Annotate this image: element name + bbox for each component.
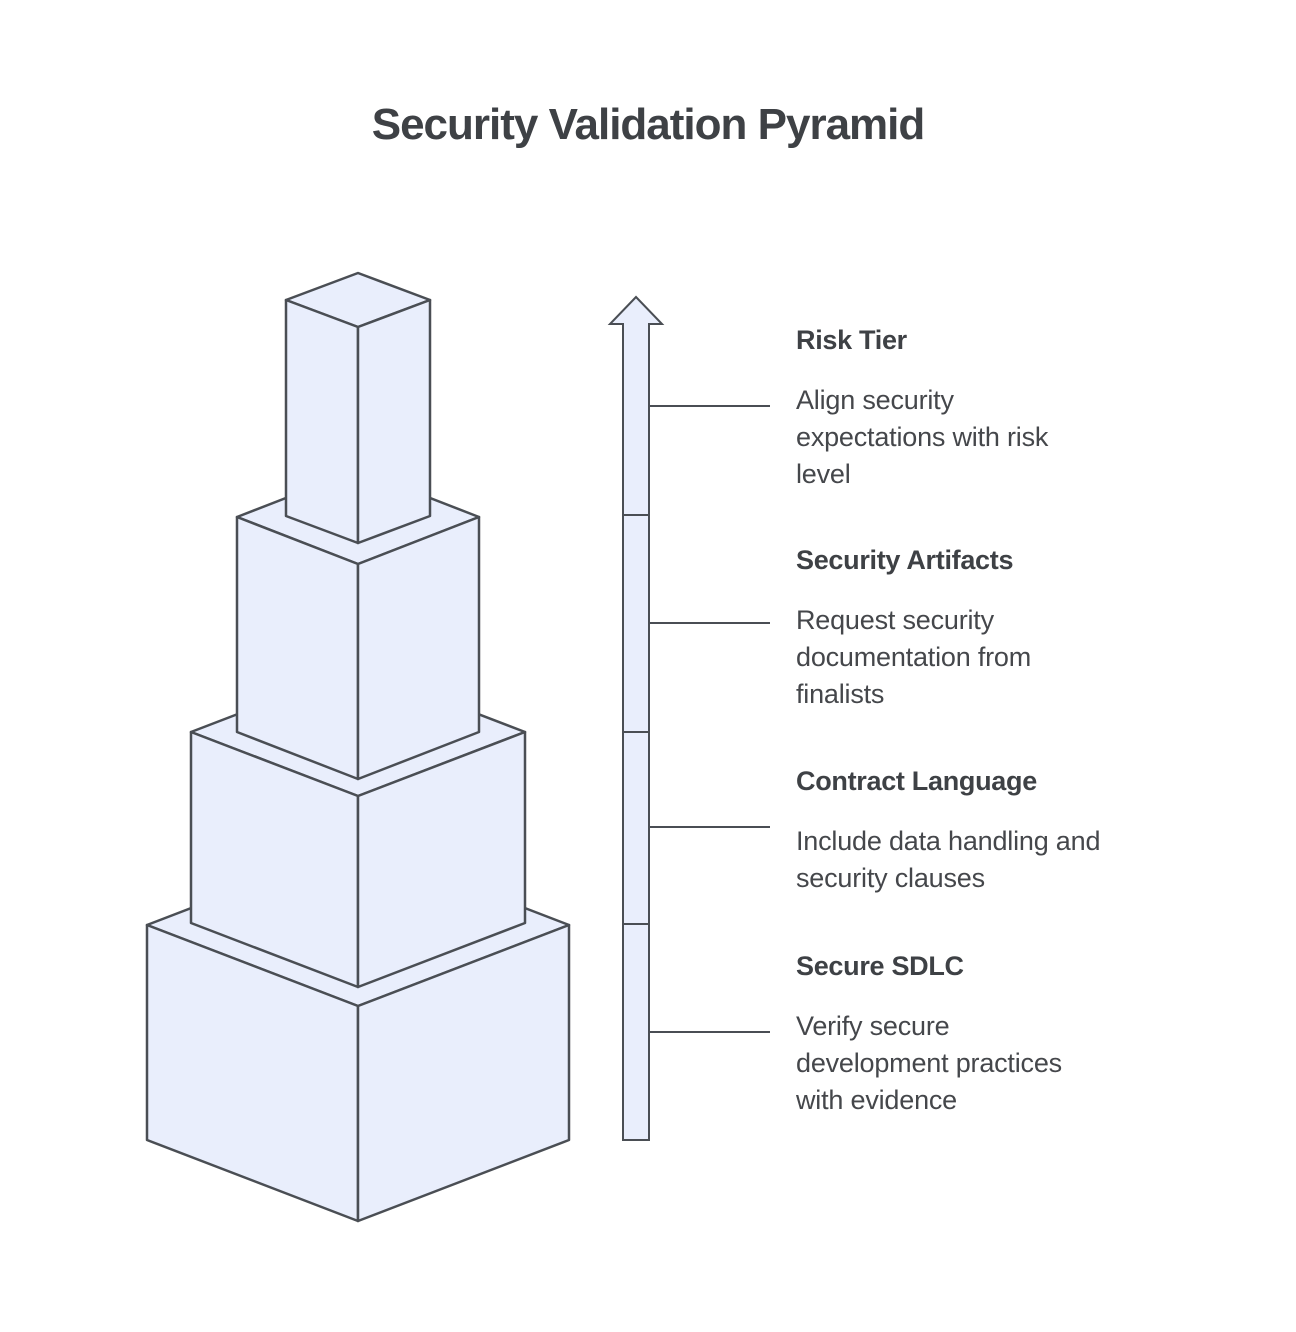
pyramid-tier-2-box [235,468,481,781]
tier-2-left-face [235,515,360,781]
section-description: Request security documentation from fina… [796,605,1032,709]
section-heading: Contract Language [796,766,1037,796]
tier-1-right-face [356,298,432,545]
section-heading: Secure SDLC [796,951,964,981]
section-risk-tier: Risk Tier Align security expectations wi… [796,322,1216,493]
tier-1-left-face [284,298,360,545]
section-secure-sdlc: Secure SDLC Verify secure development pr… [796,948,1216,1119]
section-contract-language: Contract Language Include data handling … [796,763,1216,897]
arrow-up-icon [607,295,665,1141]
section-description: Include data handling and security claus… [796,826,1101,893]
section-security-artifacts: Security Artifacts Request security docu… [796,542,1216,713]
section-description: Verify secure development practices with… [796,1011,1062,1115]
tier-2-right-face [356,515,481,781]
tier-4-right-face [356,923,571,1223]
level-axis [607,295,665,1141]
section-heading: Security Artifacts [796,545,1014,575]
pyramid-tier-1-box [284,271,432,545]
pyramid [145,271,571,1223]
tier-3-right-face [356,730,527,989]
page-title: Security Validation Pyramid [371,100,926,149]
connectors [649,405,770,1033]
section-description: Align security expectations with risk le… [796,385,1049,489]
section-heading: Risk Tier [796,325,907,355]
